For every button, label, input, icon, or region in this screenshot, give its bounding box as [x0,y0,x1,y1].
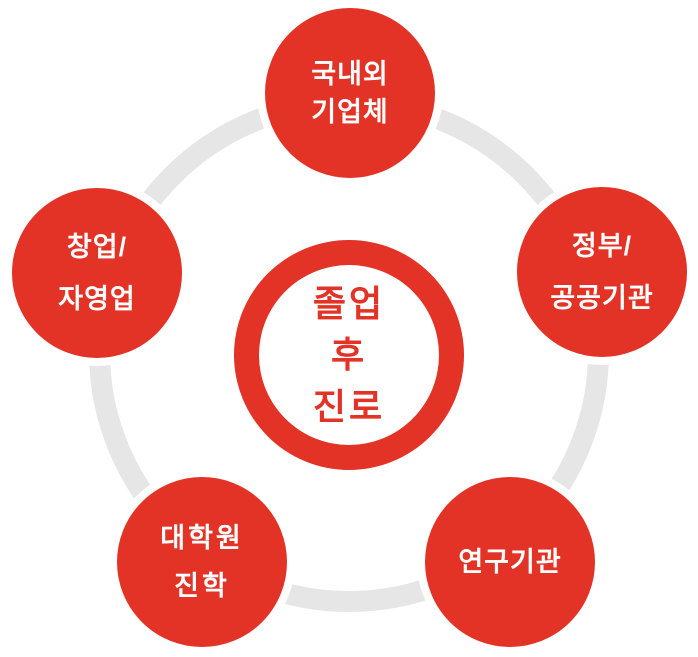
node-label-line: 국내외 [311,58,389,89]
node-domestic-foreign-companies: 국내외 기업체 [257,0,443,186]
center-label-line: 후 [330,334,368,376]
node-research-institutes: 연구기관 [417,469,603,655]
node-startup-self-employment: 창업/ 자영업 [4,180,190,366]
node-label-line: 창업/ [66,231,128,262]
node-label-line: 공공기관 [550,283,654,313]
node-label-line: 연구기관 [458,546,562,577]
node-label-line: 자영업 [58,284,136,314]
node-label-line: 대학원 [160,522,244,553]
node-graduate-school: 대학원 진학 [109,469,295,655]
node-label-line: 진학 [174,571,230,601]
node-government-public-institutions: 정부/ 공공기관 [509,179,695,365]
center-node-career-after-graduation: 졸업 후 진로 [234,240,464,470]
center-inner-circle: 졸업 후 진로 [259,265,439,445]
node-label-line: 정부/ [571,230,633,261]
center-label-line: 진로 [312,385,386,427]
node-label-line: 기업체 [311,97,389,127]
center-label-line: 졸업 [312,282,386,324]
